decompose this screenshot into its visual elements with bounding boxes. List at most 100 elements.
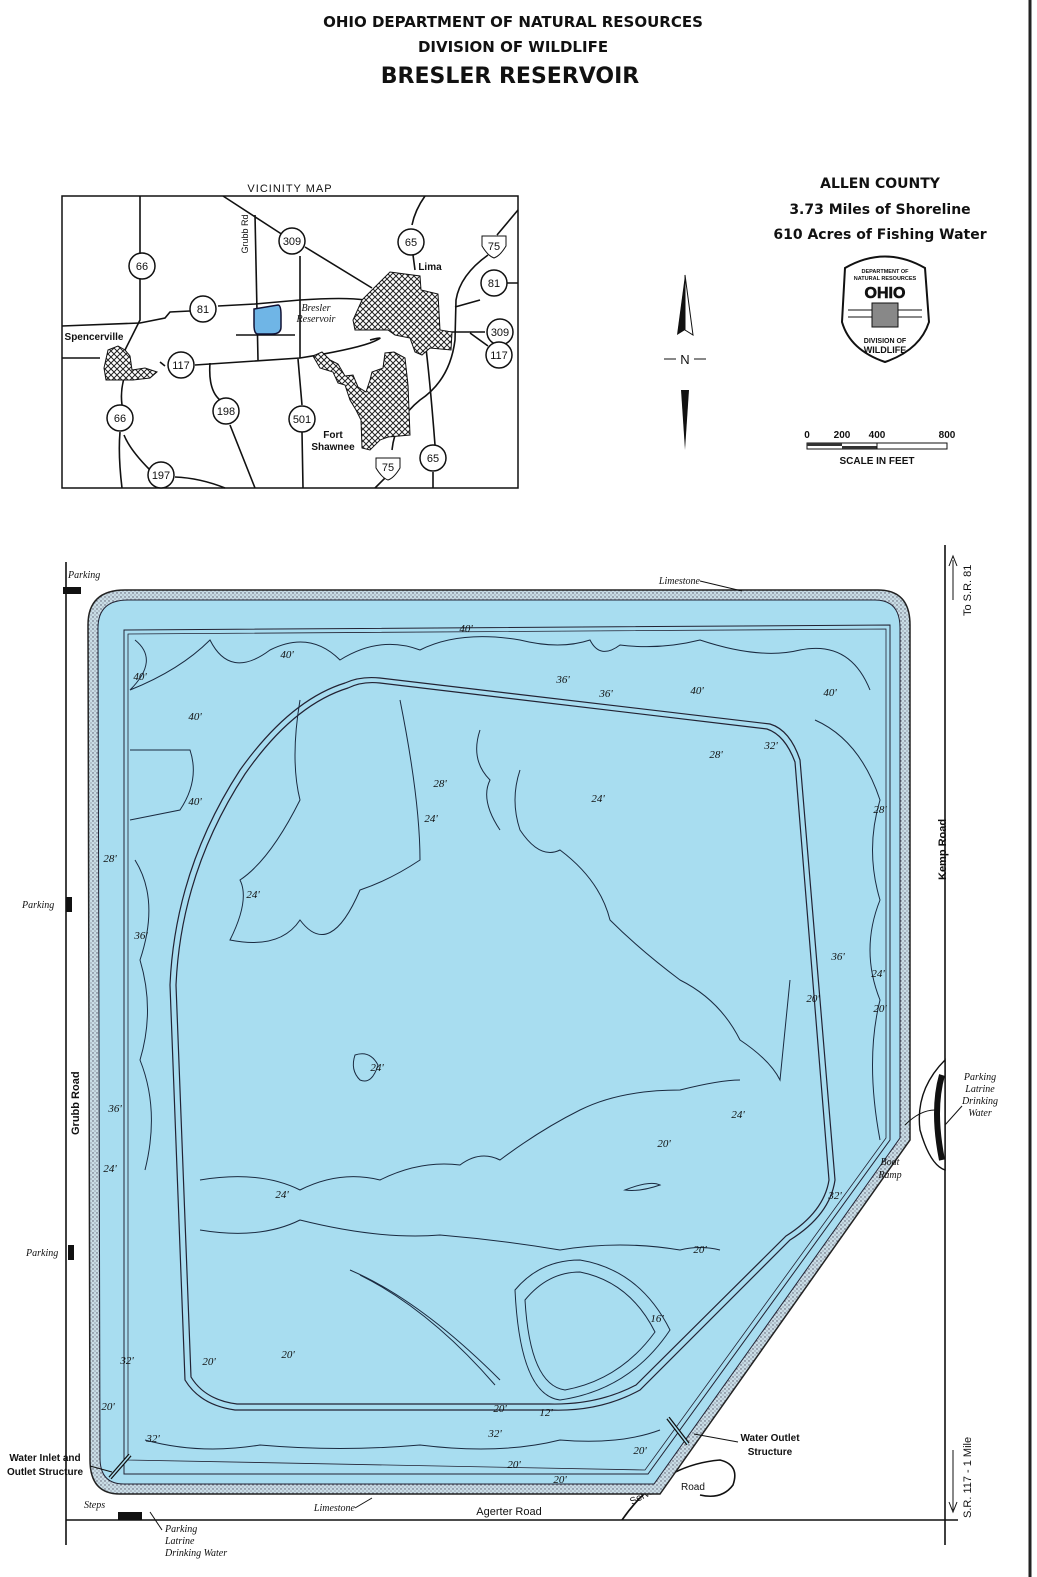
vicinity-map: VICINITY MAP 66 309 65 75 81 (61, 183, 519, 489)
depth-label: 36' (133, 930, 148, 942)
depth-label: 20' (553, 1474, 567, 1486)
scale-tick: 800 (939, 430, 956, 441)
depth-label: 20' (507, 1459, 521, 1471)
depth-label: 20' (693, 1244, 707, 1256)
depth-label: 36' (107, 1103, 122, 1115)
depth-label: 28' (709, 749, 723, 761)
boat-latrine-label: Latrine (964, 1084, 995, 1095)
depth-label: 36' (555, 674, 570, 686)
depth-label: 40' (133, 671, 147, 683)
outlet-label-2: Structure (748, 1447, 793, 1458)
place-lima: Lima (418, 262, 442, 273)
svg-text:75: 75 (382, 462, 394, 474)
svg-text:OHIO: OHIO (865, 285, 906, 302)
route-shield: 309 (278, 227, 306, 255)
svg-text:DIVISION OF: DIVISION OF (864, 338, 907, 345)
boat-parking-label: Parking (963, 1072, 996, 1083)
depth-label: 24' (591, 793, 605, 805)
route-shield: 66 (106, 404, 134, 432)
depth-label: 40' (823, 687, 837, 699)
ramp-label: Ramp (877, 1170, 901, 1181)
svg-text:501: 501 (293, 414, 311, 426)
depth-label: 40' (690, 685, 704, 697)
route-shield: 198 (212, 397, 240, 425)
depth-label: 20' (281, 1349, 295, 1361)
route-shields: 66 309 65 75 81 81 309 117 117 66 198 50… (106, 227, 514, 489)
depth-label: 20' (101, 1401, 115, 1413)
agency-title: OHIO DEPARTMENT OF NATURAL RESOURCES (323, 13, 703, 31)
depth-label: 36' (598, 688, 613, 700)
county-label: ALLEN COUNTY (820, 176, 941, 192)
route-shield: 65 (397, 228, 425, 256)
outlet-label: Water Outlet (740, 1433, 800, 1444)
route-shield: 309 (486, 318, 514, 346)
scale-tick: 200 (834, 430, 851, 441)
parking-label: Parking (21, 900, 54, 911)
depth-label: 32' (487, 1428, 502, 1440)
route-shield: 81 (189, 295, 217, 323)
place-grubb-rd: Grubb Rd (240, 214, 250, 253)
depth-label: 32' (145, 1433, 160, 1445)
agerter-road-label: Agerter Road (476, 1506, 541, 1518)
svg-text:65: 65 (405, 237, 417, 249)
depth-label: 24' (246, 889, 260, 901)
scale-caption: SCALE IN FEET (839, 456, 914, 467)
depth-label: 24' (103, 1163, 117, 1175)
service-road-label-2: Road (681, 1482, 705, 1493)
place-fort: Fort (323, 430, 343, 441)
svg-text:WILDLIFE: WILDLIFE (864, 345, 907, 355)
lima-area (352, 271, 453, 356)
depth-label: 24' (275, 1189, 289, 1201)
svg-text:66: 66 (114, 413, 126, 425)
interstate-shield: 75 (481, 235, 507, 259)
depth-label: 28' (103, 853, 117, 865)
svg-text:81: 81 (488, 278, 500, 290)
depth-labels: 40'40'40'36'36'40'40'40'28'32'40'28'24'2… (101, 623, 887, 1486)
bottom-latrine-label: Latrine (164, 1536, 195, 1547)
svg-text:197: 197 (152, 470, 170, 482)
fort-shawnee-area (312, 351, 411, 451)
route-shield: 197 (147, 461, 175, 489)
main-roads: Grubb Road Kemp Road Agerter Road To S.R… (65, 545, 974, 1545)
depth-label: 20' (633, 1445, 647, 1457)
depth-label: 20' (806, 993, 820, 1005)
svg-text:75: 75 (488, 241, 500, 253)
parking-icon (68, 1245, 74, 1260)
scale-tick: 400 (869, 430, 886, 441)
info-block: ALLEN COUNTY 3.73 Miles of Shoreline 610… (773, 176, 986, 243)
depth-label: 40' (459, 623, 473, 635)
shoreline-label: 3.73 Miles of Shoreline (789, 202, 970, 218)
depth-label: 24' (370, 1062, 384, 1074)
svg-text:117: 117 (490, 350, 508, 362)
depth-label: 16' (650, 1313, 664, 1325)
depth-label: 32' (119, 1355, 134, 1367)
place-reservoir: Reservoir (296, 314, 336, 325)
parking-icon (66, 897, 72, 912)
limestone-label: Limestone (313, 1503, 356, 1514)
depth-label: 20' (657, 1138, 671, 1150)
svg-text:65: 65 (427, 453, 439, 465)
depth-label: 40' (280, 649, 294, 661)
svg-text:81: 81 (197, 304, 209, 316)
depth-label: 40' (188, 711, 202, 723)
north-arrow: N (664, 274, 706, 450)
route-shield: 81 (480, 269, 508, 297)
to-sr81-label: To S.R. 81 (962, 565, 974, 616)
depth-label: 32' (763, 740, 778, 752)
inlet-label: Water Inlet and (9, 1453, 80, 1464)
svg-text:198: 198 (217, 406, 235, 418)
route-shield: 117 (485, 341, 513, 369)
svg-text:117: 117 (172, 360, 190, 372)
spencerville-area (103, 345, 158, 381)
parking-label: Parking (67, 570, 100, 581)
grubb-road-label: Grubb Road (70, 1071, 82, 1135)
bottom-drinking-label: Drinking Water (164, 1548, 227, 1559)
depth-label: 12' (539, 1407, 553, 1419)
sr117-label: S.R. 117 - 1 Mile (962, 1437, 974, 1518)
header: OHIO DEPARTMENT OF NATURAL RESOURCES DIV… (323, 13, 703, 89)
bottom-parking-label: Parking (164, 1524, 197, 1535)
place-bresler: Bresler (301, 303, 330, 314)
vicinity-title: VICINITY MAP (247, 183, 332, 195)
reservoir: 40'40'40'36'36'40'40'40'28'32'40'28'24'2… (87, 589, 911, 1495)
route-shield: 66 (128, 252, 156, 280)
